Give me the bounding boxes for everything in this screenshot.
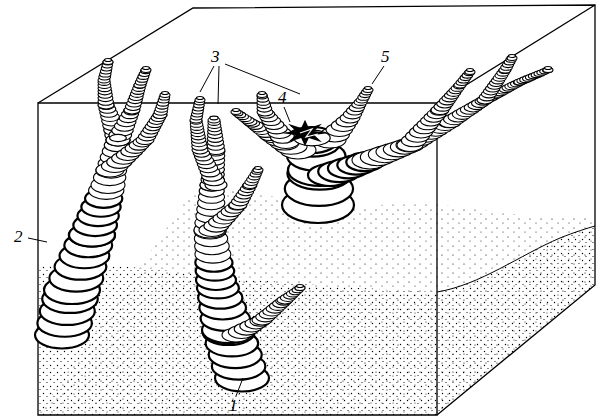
colony-segment [253,168,263,173]
calyx-opening [143,67,150,70]
dark-body-mark [300,129,318,137]
calyx-opening [297,285,304,288]
calyx-opening [110,134,127,141]
colonies [35,55,553,392]
callout-number: 2 [14,228,23,245]
block-outline [38,5,595,415]
colony-segment [295,286,305,291]
callout-number: 3 [211,48,220,65]
calyx-opening [365,87,372,90]
calyx-opening [509,55,516,58]
colony-segment [208,117,220,123]
colony-segment [103,60,113,65]
colony-segment [507,56,517,61]
calyx-opening [545,67,552,70]
callout-number: 4 [278,89,287,106]
callout-number: 1 [229,397,238,414]
colony-segment [543,68,553,73]
calyx-opening [467,69,474,72]
calyx-opening [259,92,266,95]
colony-segment [141,68,151,73]
calyx-opening [197,97,204,100]
calyx-opening [255,167,262,170]
colony-segment [231,110,241,115]
calyx-opening [233,109,240,112]
calyx-opening [162,92,169,95]
colony-segment [257,93,267,98]
sand-side [437,226,595,415]
calyx-opening [210,116,218,120]
colony-segment [195,98,205,103]
colony-segment [465,70,475,75]
leader-lines [28,64,384,396]
dark-body [281,120,329,146]
colony-segment [363,88,373,93]
callout-number: 5 [381,48,390,65]
sand-edge [437,226,595,292]
colony-segment [160,93,170,98]
sand-front [38,265,437,415]
calyx-opening [105,59,112,62]
